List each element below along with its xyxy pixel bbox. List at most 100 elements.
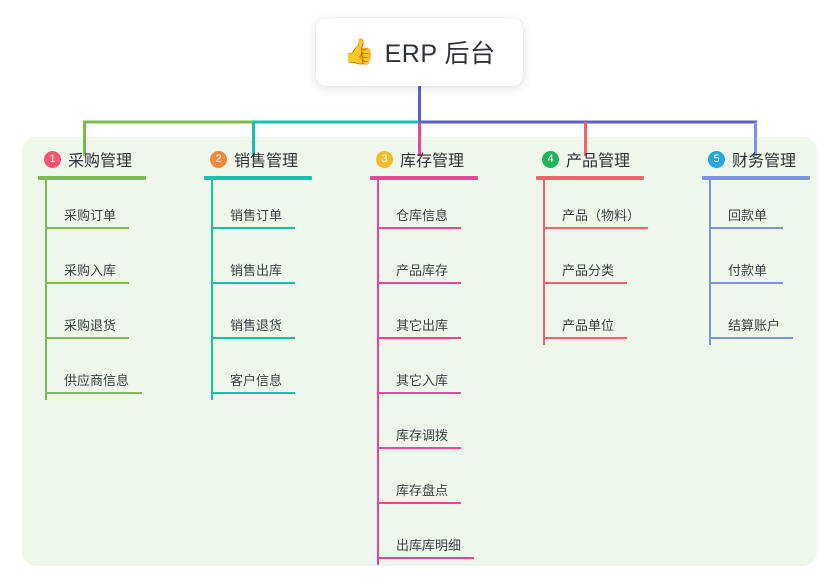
leaf-rule bbox=[543, 227, 648, 229]
leaf-node[interactable]: 采购入库 bbox=[38, 235, 178, 290]
root-node-title: ERP 后台 bbox=[384, 40, 496, 68]
leaf-label: 结算账户 bbox=[728, 318, 781, 333]
leaf-rule bbox=[45, 337, 129, 339]
branch-items-5: 回款单 付款单 结算账户 bbox=[702, 180, 839, 345]
branch-items-2: 销售订单 销售出库 销售退货 客户信息 bbox=[204, 180, 344, 400]
branch-rule-4 bbox=[536, 176, 644, 180]
branch-items-4: 产品（物料） 产品分类 产品单位 bbox=[536, 180, 686, 345]
leaf-label: 产品单位 bbox=[562, 318, 615, 333]
branch-spine-5 bbox=[709, 180, 711, 345]
leaf-node[interactable]: 库存调拨 bbox=[370, 400, 510, 455]
leaf-rule bbox=[709, 227, 783, 229]
thumbs-up-icon: 👍 bbox=[343, 37, 375, 66]
root-node-card[interactable]: 👍 ERP 后台 bbox=[316, 18, 523, 86]
leaf-rule bbox=[377, 337, 461, 339]
leaf-label: 付款单 bbox=[728, 263, 768, 278]
leaf-label: 库存盘点 bbox=[396, 483, 449, 498]
leaf-rule bbox=[211, 282, 295, 284]
branch-rule-2 bbox=[204, 176, 312, 180]
branch-header-4[interactable]: 4 产品管理 bbox=[536, 148, 686, 170]
leaf-label: 销售出库 bbox=[230, 263, 283, 278]
leaf-label: 其它入库 bbox=[396, 373, 449, 388]
leaf-node[interactable]: 结算账户 bbox=[702, 290, 839, 345]
leaf-node[interactable]: 采购退货 bbox=[38, 290, 178, 345]
leaf-node[interactable]: 采购订单 bbox=[38, 180, 178, 235]
branch-column-5: 5 财务管理 回款单 付款单 结算账户 bbox=[702, 148, 839, 345]
branch-rule-3 bbox=[370, 176, 478, 180]
leaf-rule bbox=[211, 392, 295, 394]
leaf-label: 销售退货 bbox=[230, 318, 283, 333]
leaf-label: 其它出库 bbox=[396, 318, 449, 333]
leaf-node[interactable]: 产品分类 bbox=[536, 235, 686, 290]
leaf-rule bbox=[377, 502, 461, 504]
branch-title-5: 财务管理 bbox=[732, 153, 797, 170]
branch-rule-5 bbox=[702, 176, 810, 180]
leaf-node[interactable]: 产品（物料） bbox=[536, 180, 686, 235]
branch-header-3[interactable]: 3 库存管理 bbox=[370, 148, 510, 170]
branch-spine-4 bbox=[543, 180, 545, 345]
leaf-label: 库存调拨 bbox=[396, 428, 449, 443]
leaf-label: 采购订单 bbox=[64, 208, 117, 223]
leaf-rule bbox=[377, 392, 461, 394]
leaf-label: 供应商信息 bbox=[64, 373, 130, 388]
branch-column-4: 4 产品管理 产品（物料） 产品分类 产品单位 bbox=[536, 148, 686, 345]
branch-header-5[interactable]: 5 财务管理 bbox=[702, 148, 839, 170]
branch-spine-3 bbox=[377, 180, 379, 565]
branch-spine-2 bbox=[211, 180, 213, 400]
leaf-node[interactable]: 供应商信息 bbox=[38, 345, 178, 400]
branch-badge-1: 1 bbox=[44, 150, 61, 168]
leaf-rule bbox=[377, 282, 461, 284]
branch-header-1[interactable]: 1 采购管理 bbox=[38, 148, 178, 170]
leaf-node[interactable]: 其它出库 bbox=[370, 290, 510, 345]
leaf-label: 出库库明细 bbox=[396, 538, 462, 553]
leaf-node[interactable]: 其它入库 bbox=[370, 345, 510, 400]
leaf-label: 产品（物料） bbox=[562, 208, 641, 223]
leaf-rule bbox=[543, 282, 627, 284]
leaf-rule bbox=[45, 392, 142, 394]
diagram-panel bbox=[22, 137, 817, 566]
leaf-rule bbox=[709, 282, 783, 284]
leaf-rule bbox=[45, 282, 129, 284]
branch-title-3: 库存管理 bbox=[400, 153, 465, 170]
branch-items-3: 仓库信息 产品库存 其它出库 其它入库 库存调拨 库存盘点 bbox=[370, 180, 510, 565]
leaf-node[interactable]: 销售出库 bbox=[204, 235, 344, 290]
leaf-label: 仓库信息 bbox=[396, 208, 449, 223]
leaf-label: 产品分类 bbox=[562, 263, 615, 278]
leaf-label: 客户信息 bbox=[230, 373, 283, 388]
leaf-node[interactable]: 回款单 bbox=[702, 180, 839, 235]
branch-badge-2: 2 bbox=[210, 150, 227, 168]
leaf-label: 回款单 bbox=[728, 208, 768, 223]
leaf-node[interactable]: 出库库明细 bbox=[370, 510, 510, 565]
branch-header-2[interactable]: 2 销售管理 bbox=[204, 148, 344, 170]
leaf-node[interactable]: 客户信息 bbox=[204, 345, 344, 400]
leaf-rule bbox=[211, 227, 295, 229]
branch-spine-1 bbox=[45, 180, 47, 400]
leaf-rule bbox=[377, 447, 461, 449]
leaf-label: 销售订单 bbox=[230, 208, 283, 223]
branch-column-2: 2 销售管理 销售订单 销售出库 销售退货 客户信息 bbox=[204, 148, 344, 400]
leaf-rule bbox=[45, 227, 129, 229]
branch-items-1: 采购订单 采购入库 采购退货 供应商信息 bbox=[38, 180, 178, 400]
leaf-rule bbox=[211, 337, 295, 339]
leaf-rule bbox=[377, 557, 474, 559]
leaf-node[interactable]: 销售订单 bbox=[204, 180, 344, 235]
leaf-node[interactable]: 产品库存 bbox=[370, 235, 510, 290]
leaf-node[interactable]: 仓库信息 bbox=[370, 180, 510, 235]
branch-column-3: 3 库存管理 仓库信息 产品库存 其它出库 其它入库 库存调拨 bbox=[370, 148, 510, 565]
leaf-label: 采购退货 bbox=[64, 318, 117, 333]
branch-title-1: 采购管理 bbox=[68, 153, 133, 170]
branch-badge-5: 5 bbox=[708, 150, 725, 168]
leaf-node[interactable]: 库存盘点 bbox=[370, 455, 510, 510]
branch-column-1: 1 采购管理 采购订单 采购入库 采购退货 供应商信息 bbox=[38, 148, 178, 400]
leaf-rule bbox=[377, 227, 461, 229]
branch-rule-1 bbox=[38, 176, 146, 180]
branch-title-4: 产品管理 bbox=[566, 153, 631, 170]
leaf-rule bbox=[543, 337, 627, 339]
leaf-node[interactable]: 销售退货 bbox=[204, 290, 344, 345]
leaf-label: 产品库存 bbox=[396, 263, 449, 278]
branch-title-2: 销售管理 bbox=[234, 153, 299, 170]
leaf-node[interactable]: 付款单 bbox=[702, 235, 839, 290]
leaf-node[interactable]: 产品单位 bbox=[536, 290, 686, 345]
